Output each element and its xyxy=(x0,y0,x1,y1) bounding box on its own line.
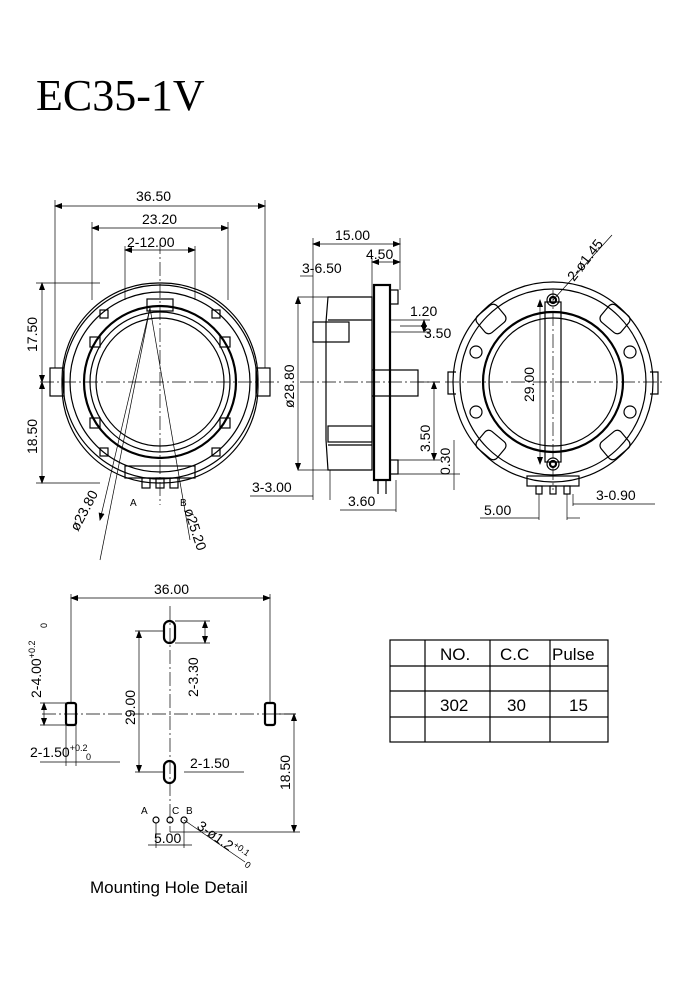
table-header-cc: C.C xyxy=(500,645,529,664)
back-span: 29.00 xyxy=(521,367,537,402)
table-header-no: NO. xyxy=(440,645,470,664)
front-view: 36.50 23.20 2-12.00 17.50 18.50 ø23.80 ø… xyxy=(24,188,282,561)
side-dim-360: 3.60 xyxy=(348,493,375,509)
mount-slot-w-tol-dn: 0 xyxy=(86,752,91,762)
mount-holes-tol-dn: 0 xyxy=(243,859,253,870)
mount-width: 36.00 xyxy=(154,581,189,597)
back-view: 2-ø1.45 29.00 5.00 3-0.90 xyxy=(445,234,665,520)
mount-holes: 3-ø1.2+0.1 xyxy=(194,817,251,864)
table-cell-pulse: 15 xyxy=(569,696,588,715)
side-view: 15.00 4.50 3-6.50 1.20 3.50 ø28.80 3.50 … xyxy=(250,227,460,512)
mount-span: 29.00 xyxy=(122,690,138,725)
back-pin-width: 3-0.90 xyxy=(596,487,636,503)
mount-right-height: 18.50 xyxy=(277,755,293,790)
mount-slot-v-tol-up: +0.2 xyxy=(27,641,37,659)
side-dia-body: ø28.80 xyxy=(281,364,297,408)
side-dim-350b: 3.50 xyxy=(417,425,433,452)
mounting-hole-detail: 36.00 2-4.00+0.2 0 2-3.30 29.00 2-1.50+0… xyxy=(27,581,300,897)
mount-top-slot: 2-3.30 xyxy=(185,657,201,697)
mount-slot-v: 2-4.00+0.2 xyxy=(27,641,44,698)
mount-holes-base: 3-ø1.2 xyxy=(194,817,236,853)
mount-caption: Mounting Hole Detail xyxy=(90,878,248,897)
table-header-pulse: Pulse xyxy=(552,645,595,664)
side-depth: 15.00 xyxy=(335,227,370,243)
mount-pin-b-label: B xyxy=(186,806,193,817)
front-height-top: 17.50 xyxy=(24,317,40,352)
front-width-overall: 36.50 xyxy=(136,188,171,204)
mount-bottom-slot: 2-1.50 xyxy=(190,755,230,771)
front-dia-inner: ø23.80 xyxy=(67,487,102,533)
spec-table: NO. C.C Pulse 302 30 15 xyxy=(389,639,609,743)
front-pin-a-label: A xyxy=(130,498,137,509)
front-height-bottom: 18.50 xyxy=(24,419,40,454)
back-holes: 2-ø1.45 xyxy=(564,236,606,284)
side-dim-030: 0.30 xyxy=(437,448,453,475)
back-pin-pitch: 5.00 xyxy=(484,502,511,518)
side-dim-350a: 3.50 xyxy=(424,325,451,341)
mount-pin-c-label: C xyxy=(172,806,179,817)
front-width-mid: 23.20 xyxy=(142,211,177,227)
table-cell-cc: 30 xyxy=(507,696,526,715)
mount-slot-w-tol-up: +0.2 xyxy=(70,743,88,753)
drawing-title: EC35-1V xyxy=(36,71,205,120)
side-pins: 3-3.00 xyxy=(252,479,292,495)
mount-slot-v-base: 2-4.00 xyxy=(28,658,44,698)
mount-pin-a-label: A xyxy=(141,806,148,817)
front-dia-outer: ø25.20 xyxy=(181,506,210,553)
mount-holes-tol-up: +0.1 xyxy=(231,840,251,858)
front-pin-b-label: B xyxy=(180,498,187,509)
mount-pitch: 5.00 xyxy=(154,830,181,846)
mount-slot-v-tol-dn: 0 xyxy=(39,623,49,628)
mount-slot-w: 2-1.50+0.2 xyxy=(30,743,87,760)
table-cell-no: 302 xyxy=(440,696,468,715)
mount-slot-w-base: 2-1.50 xyxy=(30,744,70,760)
side-dim-120: 1.20 xyxy=(410,303,437,319)
side-slots: 3-6.50 xyxy=(302,260,342,276)
front-width-top: 2-12.00 xyxy=(127,234,175,250)
side-flange: 4.50 xyxy=(366,246,393,262)
